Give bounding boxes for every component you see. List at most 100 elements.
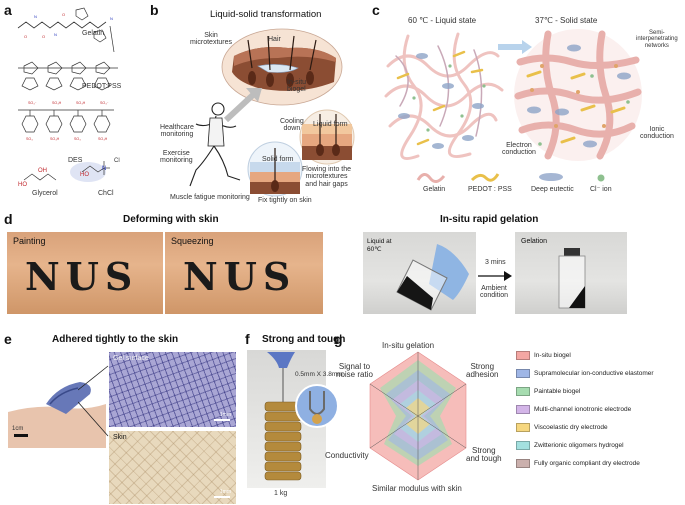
- legend-label: Viscoelastic dry electrode: [534, 423, 608, 431]
- legend-item: In-situ biogel: [516, 349, 571, 361]
- svg-text:SO₃H: SO₃H: [76, 101, 86, 105]
- legend-cl-ion: Cl⁻ ion: [590, 186, 612, 193]
- painting-label: Painting: [13, 236, 46, 246]
- skin-cross-section: [221, 28, 343, 106]
- liquid-state-label: 60 ℃ - Liquid state: [408, 16, 477, 25]
- svg-text:SO₃⁻: SO₃⁻: [100, 101, 109, 105]
- svg-text:N: N: [54, 32, 57, 37]
- solid-state-network: [514, 29, 642, 161]
- skin-label: Skin: [113, 434, 127, 441]
- insitu-biogel-label: In-situ biogel: [287, 79, 307, 94]
- svg-text:SO₃H: SO₃H: [50, 137, 60, 141]
- panel-g-letter: g: [334, 331, 343, 347]
- ambient-label: Ambient condition: [480, 285, 509, 300]
- panel-e-title: Adhered tightly to the skin: [52, 334, 179, 345]
- legend-swatch: [516, 386, 530, 396]
- legend-label: Supramolecular ion-conductive elastomer: [534, 369, 654, 377]
- svg-text:SO₃: SO₃: [26, 137, 33, 141]
- liquid-form-inset: [299, 109, 355, 165]
- tilted-vial: [396, 244, 469, 311]
- cooling-label: Cooling down: [280, 118, 304, 133]
- cl-label: Cl: [114, 158, 120, 164]
- oh-label-2: OH: [38, 168, 47, 174]
- legend-item: Fully organic compliant dry electrode: [516, 457, 640, 469]
- electron-conduction-label: Electron conduction: [502, 142, 536, 157]
- n-plus-label: N: [102, 166, 107, 172]
- panel-d-letter: d: [4, 211, 13, 227]
- chcl-label: ChCl: [98, 190, 114, 197]
- gelatin-structure: O O O N N N: [17, 7, 115, 53]
- comparison-legend: In-situ biogel Supramolecular ion-conduc…: [516, 349, 682, 471]
- glycerol-label: Glycerol: [32, 190, 58, 197]
- skin-micrograph: Skin 1mm: [109, 431, 236, 504]
- squeezing-photo: Squeezing NUS: [165, 232, 323, 314]
- gel-surface-label: Gel surface: [113, 355, 149, 362]
- des-structure: [23, 161, 110, 182]
- axis-strong-tough: Strong and tough: [466, 446, 502, 464]
- panel-b-letter: b: [150, 2, 159, 18]
- axis-strong-adhesion: Strong adhesion: [466, 362, 499, 380]
- svg-text:SO₃⁻: SO₃⁻: [28, 101, 37, 105]
- three-mins-label: 3 mins: [485, 259, 506, 266]
- solid-form-inset: [247, 141, 303, 197]
- panel-e-letter: e: [4, 331, 12, 347]
- fatigue-label: Muscle fatigue monitoring: [170, 194, 250, 201]
- transition-arrow: [498, 40, 532, 54]
- des-label: DES: [68, 157, 83, 164]
- gel-surface-micrograph: Gel surface 1mm: [109, 352, 236, 427]
- runner-illustration: [189, 102, 241, 187]
- zoom-lines: [78, 365, 109, 437]
- panel-a-letter: a: [4, 2, 12, 18]
- gelatin-label: Gelatin: [82, 30, 105, 37]
- legend-gelatin: Gelatin: [423, 186, 446, 193]
- fix-label: Fix tightly on skin: [258, 197, 312, 204]
- legend-label: Zwitterionic oligomers hydrogel: [534, 441, 624, 449]
- flowing-label: Flowing into the microtextures and hair …: [302, 166, 352, 188]
- liquid-form-label: Liquid form: [313, 121, 348, 128]
- painted-letters: NUS: [25, 254, 139, 299]
- squeezed-letters: NUS: [183, 254, 297, 299]
- dimension-label: 0.5mm X 3.8mm: [295, 371, 343, 378]
- solid-state-label: 37℃ - Solid state: [535, 16, 598, 25]
- panel-f-letter: f: [245, 331, 250, 347]
- cl-ion-legend-glyph: [597, 174, 605, 182]
- liquid-at-label: Liquid at 60℃: [367, 238, 392, 253]
- oh-label-1: HO: [18, 182, 27, 188]
- panel-f-title: Strong and tough: [262, 334, 346, 345]
- svg-text:SO₃: SO₃: [74, 137, 81, 141]
- exercise-label: Exercise monitoring: [160, 150, 193, 165]
- semi-ipn-label: Semi- interpenetrating networks: [636, 30, 678, 49]
- gelation-label: Gelation: [521, 238, 548, 245]
- progress-arrow: [224, 88, 262, 122]
- legend-label: In-situ biogel: [534, 351, 571, 359]
- liquid-state-network: [380, 29, 504, 161]
- svg-text:N: N: [34, 14, 37, 19]
- legend-swatch: [516, 350, 530, 360]
- weight-label: 1 kg: [274, 490, 288, 497]
- deep-eutectic-legend-glyph: [539, 173, 563, 181]
- ionic-conduction-label: Ionic conduction: [640, 126, 674, 141]
- pedot-pss-label: PEDOT:PSS: [82, 83, 122, 90]
- panel-b-title: Liquid-solid transformation: [210, 9, 322, 20]
- panel-d-title-left: Deforming with skin: [123, 214, 219, 225]
- axis-similar-modulus: Similar modulus with skin: [372, 484, 462, 493]
- panel-c-letter: c: [372, 2, 380, 18]
- legend-pedot: PEDOT : PSS: [468, 186, 512, 193]
- panel-d-title-right: In-situ rapid gelation: [440, 214, 539, 225]
- hair-label: Hair: [268, 36, 281, 43]
- legend-item: Viscoelastic dry electrode: [516, 421, 608, 433]
- legend-item: Multi-channel ionotronic electrode: [516, 403, 631, 415]
- squeezing-label: Squeezing: [171, 236, 214, 246]
- finger-photo: 1cm: [8, 364, 106, 448]
- liquid-vial-photo: Liquid at 60℃: [363, 232, 476, 314]
- axis-signal-noise: Signal to noise ratio: [336, 362, 373, 380]
- scale-1cm-label: 1cm: [12, 426, 24, 432]
- weight-photo: [247, 350, 326, 488]
- legend-swatch: [516, 368, 530, 378]
- svg-text:O: O: [24, 34, 27, 39]
- solid-form-label: Solid form: [262, 156, 294, 163]
- axis-insitu-gelation: In-situ gelation: [382, 341, 435, 350]
- pedot-legend-glyph: [470, 173, 500, 182]
- radar-chart: [369, 351, 467, 481]
